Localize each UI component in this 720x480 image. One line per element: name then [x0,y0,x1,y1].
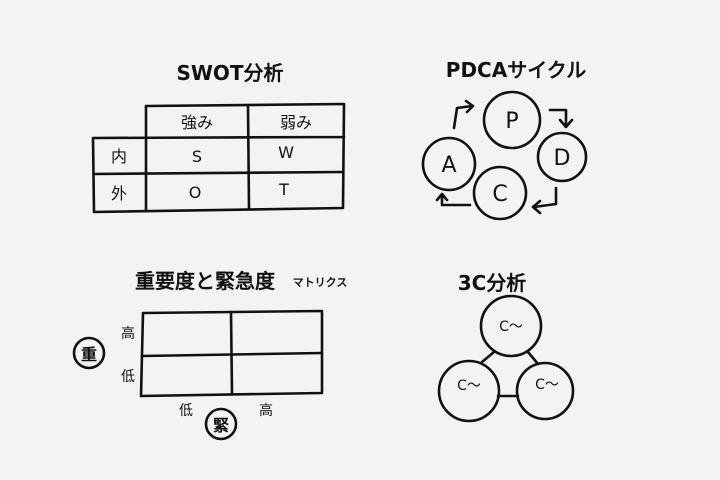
swot-cell-t: T [278,180,289,199]
y-high-label: 高 [121,325,135,342]
pdca-step-a: A [441,153,456,178]
three-c-circle-right [515,361,575,421]
matrix-title: 重要度と緊急度 [135,269,276,293]
x-high-label: 高 [259,402,273,419]
arrow-p-to-d-icon [548,108,574,129]
x-axis-label: 緊 [213,416,229,435]
pdca-circle-a [421,136,477,192]
swot-row-internal: 内 [111,147,127,166]
swot-cell-w: W [278,143,294,162]
y-axis-circle [72,336,106,370]
three-c-node-1: C〜 [499,319,523,335]
pdca-step-c: C [492,182,507,207]
three-c-circle-top [479,294,543,358]
three-c-circle-left [437,359,501,423]
swot-col-weaknesses: 弱み [280,113,312,132]
pdca-section: PDCAサイクル P D C A [421,58,588,221]
swot-title: SWOT分析 [176,61,283,85]
pdca-circle-c [472,165,528,221]
three-c-connectors [480,350,540,398]
arrow-c-to-a-icon [435,192,472,207]
y-axis-label: 重 [81,345,97,364]
arrow-a-to-p-icon [452,99,475,130]
swot-col-strengths: 強み [181,113,213,132]
matrix-grid [139,309,324,398]
y-low-label: 低 [121,369,135,385]
arrow-d-to-c-icon [531,186,558,215]
three-c-node-2: C〜 [457,378,481,394]
swot-cell-s: S [192,147,202,166]
pdca-circle-d [536,131,588,183]
three-c-section: 3C分析 C〜 C〜 C〜 [437,271,575,423]
x-low-label: 低 [179,403,193,419]
three-c-node-3: C〜 [535,377,559,393]
pdca-arrows [435,99,574,215]
swot-section: SWOT分析 強み 弱み 内 外 S W O T [91,61,346,214]
swot-row-external: 外 [111,184,127,203]
swot-cell-o: O [189,183,202,202]
pdca-title: PDCAサイクル [446,58,586,82]
matrix-section: 重要度と緊急度 マトリクス 重 高 低 低 緊 高 [72,269,348,441]
swot-grid [91,102,346,214]
pdca-step-p: P [505,109,518,134]
matrix-title-suffix: マトリクス [293,276,348,289]
x-axis-circle [204,407,238,441]
pdca-step-d: D [554,146,571,171]
three-c-title: 3C分析 [458,271,527,295]
pdca-circle-p [482,90,542,150]
